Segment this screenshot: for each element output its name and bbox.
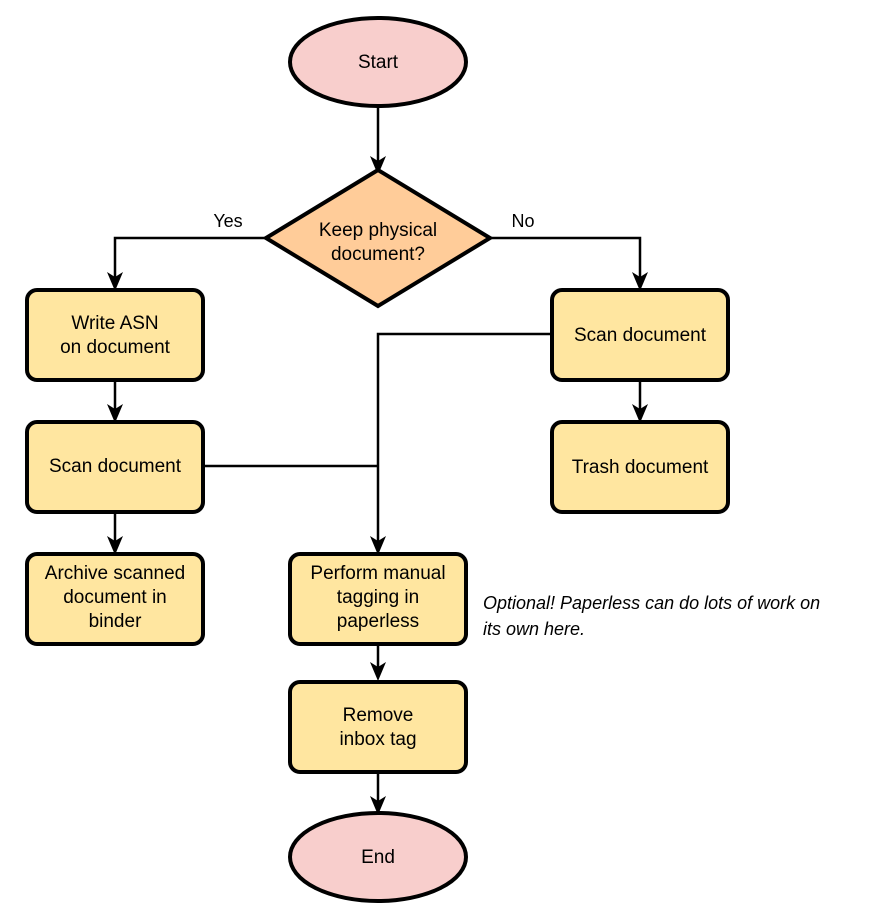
start-ellipse[interactable] — [288, 16, 468, 108]
start-label: Start — [358, 52, 399, 73]
arrowhead-icon — [107, 536, 123, 555]
tagging-label-line3: paperless — [337, 611, 419, 632]
decision-label-line1: Keep physical — [319, 220, 437, 241]
removetag-label-line2: inbox tag — [339, 729, 416, 750]
edge-label-yes: Yes — [213, 211, 242, 231]
edge-label-no: No — [511, 211, 534, 231]
scanright-box[interactable] — [550, 288, 730, 382]
archive-label-line2: document in — [63, 587, 167, 608]
removetag-box[interactable] — [288, 680, 468, 774]
node-write-asn-on-document[interactable]: Write ASN on document — [25, 288, 205, 382]
decision-label-line2: document? — [331, 244, 425, 265]
node-remove-inbox-tag[interactable]: Remove inbox tag — [288, 680, 468, 774]
edge-tagging-to-removetag — [370, 644, 386, 681]
node-decision-keep-physical-document[interactable]: Keep physical document? — [262, 167, 494, 309]
edge-scanleft-to-archive — [107, 512, 123, 555]
scanright-label: Scan document — [574, 325, 707, 346]
arrowhead-icon — [107, 272, 123, 291]
arrowhead-icon — [370, 796, 386, 815]
arrowhead-icon — [632, 272, 648, 291]
archive-label-line1: Archive scanned — [45, 563, 185, 584]
trash-box[interactable] — [550, 420, 730, 514]
writeasn-box[interactable] — [25, 288, 205, 382]
node-scan-document-left[interactable]: Scan document — [25, 420, 205, 514]
end-ellipse[interactable] — [288, 811, 468, 903]
edge-removetag-to-end — [370, 772, 386, 815]
edge-start-to-decision — [370, 103, 386, 175]
node-scan-document-right[interactable]: Scan document — [550, 288, 730, 382]
edge-decision-to-scanright — [490, 236, 648, 291]
node-end[interactable]: End — [288, 811, 468, 903]
archive-box[interactable] — [25, 552, 205, 646]
edge-line — [113, 236, 266, 282]
tagging-label-line2: tagging in — [337, 587, 419, 608]
trash-label: Trash document — [572, 457, 709, 478]
arrowhead-icon — [370, 156, 386, 175]
edge-scanright-to-tagging — [370, 332, 552, 555]
edge-decision-to-writeasn — [107, 236, 266, 291]
writeasn-label-line2: on document — [60, 337, 171, 358]
node-perform-manual-tagging[interactable]: Perform manual tagging in paperless — [288, 552, 468, 646]
arrowhead-icon — [107, 404, 123, 423]
note-line1: Optional! Paperless can do lots of work … — [483, 593, 820, 613]
arrowhead-icon — [370, 536, 386, 555]
end-label: End — [361, 847, 395, 868]
removetag-label-line1: Remove — [343, 705, 414, 726]
edge-line — [376, 332, 552, 546]
annotation-optional-note: Optional! Paperless can do lots of work … — [483, 593, 820, 639]
edge-writeasn-to-scanleft — [107, 380, 123, 423]
tagging-label-line1: Perform manual — [310, 563, 445, 584]
writeasn-label-line1: Write ASN — [71, 313, 158, 334]
scanleft-box[interactable] — [25, 420, 205, 514]
edge-scanright-to-trash — [632, 380, 648, 423]
node-trash-document[interactable]: Trash document — [550, 420, 730, 514]
decision-diamond[interactable] — [262, 167, 494, 309]
edge-line — [490, 236, 642, 282]
tagging-box[interactable] — [288, 552, 468, 646]
arrowhead-icon — [370, 662, 386, 681]
archive-label-line3: binder — [89, 611, 142, 632]
note-line2: its own here. — [483, 619, 585, 639]
scanleft-label: Scan document — [49, 456, 182, 477]
node-start[interactable]: Start — [288, 16, 468, 108]
node-archive-scanned-document[interactable]: Archive scanned document in binder — [25, 552, 205, 646]
arrowhead-icon — [632, 404, 648, 423]
